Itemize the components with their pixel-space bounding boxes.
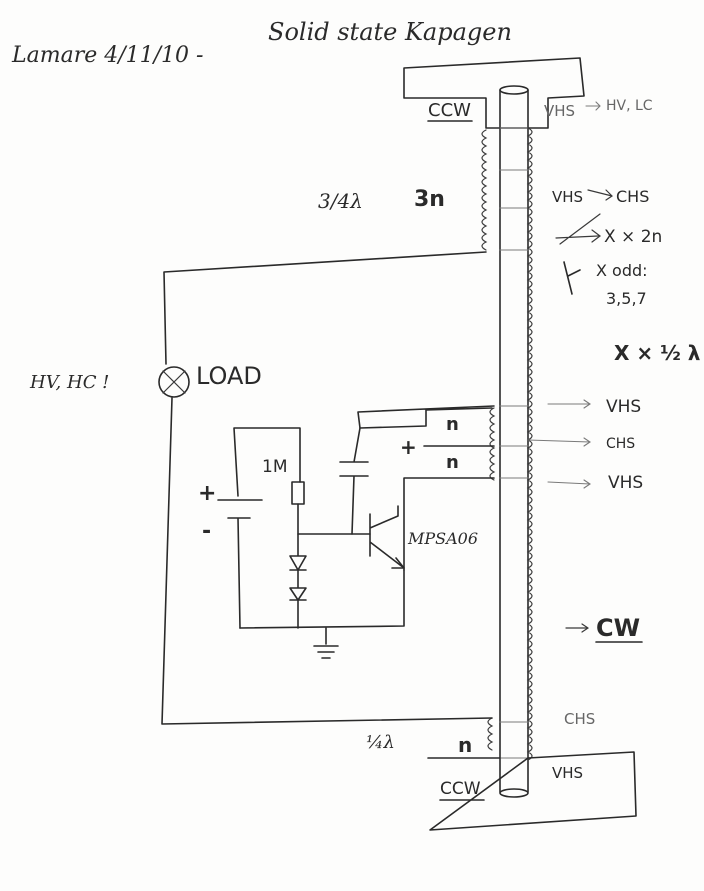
base-wire [297,503,371,535]
coil-tap-top [357,405,495,429]
capacitor [339,427,369,535]
hv-hc-label: HV, HC ! [29,372,109,393]
x-mark [563,261,581,295]
cw-arrow [565,623,590,633]
transistor-emitter-arrow [391,557,405,569]
ground-symbol [313,627,339,659]
tube-top-end [499,85,529,95]
three-n-label: 3n [414,187,445,212]
diagram-title: Solid state Kapagen [268,18,512,46]
right-main-coil [526,127,533,761]
author-date: Lamare 4/11/10 - [11,43,203,68]
chs-3-arrow [527,437,591,447]
load-wire-top [163,251,487,365]
tube-segment-marks [499,127,529,759]
n-bottom-label: n [458,733,472,757]
vhs-4-arrow [547,479,591,489]
x-2n-label: X × 2n [604,227,662,247]
x2n-arrows [555,213,601,245]
vhs-top-arrow [585,101,601,111]
bottom-ccw-label: CCW [440,779,481,799]
x-odd-label: X odd: [596,261,648,280]
vhs-2-arrow [587,189,613,201]
vhs-3-arrow [547,399,591,409]
drive-coil [489,407,496,481]
hv-lc-label: HV, LC [606,98,653,114]
vhs-2-label: VHS [552,188,583,206]
left-coil-top [481,129,488,251]
three-quarter-lambda: 3/4λ [318,189,363,213]
x-half-lambda: X × ½ λ [614,341,701,365]
battery [217,499,263,629]
cw-label: CW [596,614,640,642]
chs-2-label: CHS [616,187,649,206]
vhs-top-label: VHS [544,102,575,120]
tube-bottom-end [499,788,529,798]
coil-tap-bottom [403,477,495,571]
bottom-ccw-box [427,751,637,831]
load-lamp [158,366,190,398]
quarter-lambda: ¼λ [366,732,395,753]
battery-plus: + [198,481,216,506]
vhs-4-label: VHS [608,473,643,493]
resistor-1m [291,481,305,505]
transistor-label: MPSA06 [407,529,478,548]
diode-string [289,533,307,629]
n-a-label: n [446,414,459,435]
vhs-3-label: VHS [606,397,641,417]
x-odd-values: 3,5,7 [606,289,647,308]
transistor-mpsa06 [369,505,405,569]
bottom-rail [239,569,405,629]
load-lamp-cross [162,370,186,394]
coil-plus: + [400,435,417,459]
top-rail [233,427,301,497]
battery-minus: - [202,519,211,544]
top-ccw-label: CCW [428,100,471,121]
resistor-label: 1M [262,457,287,477]
left-coil-bottom [487,717,494,751]
vhs-bottom-label: VHS [552,764,583,782]
load-label: LOAD [196,362,262,390]
top-ccw-box [403,57,585,129]
load-wire-bottom [161,397,493,725]
chs-3-label: CHS [606,436,635,452]
chs-bottom-label: CHS [564,710,595,728]
n-b-label: n [446,452,459,473]
